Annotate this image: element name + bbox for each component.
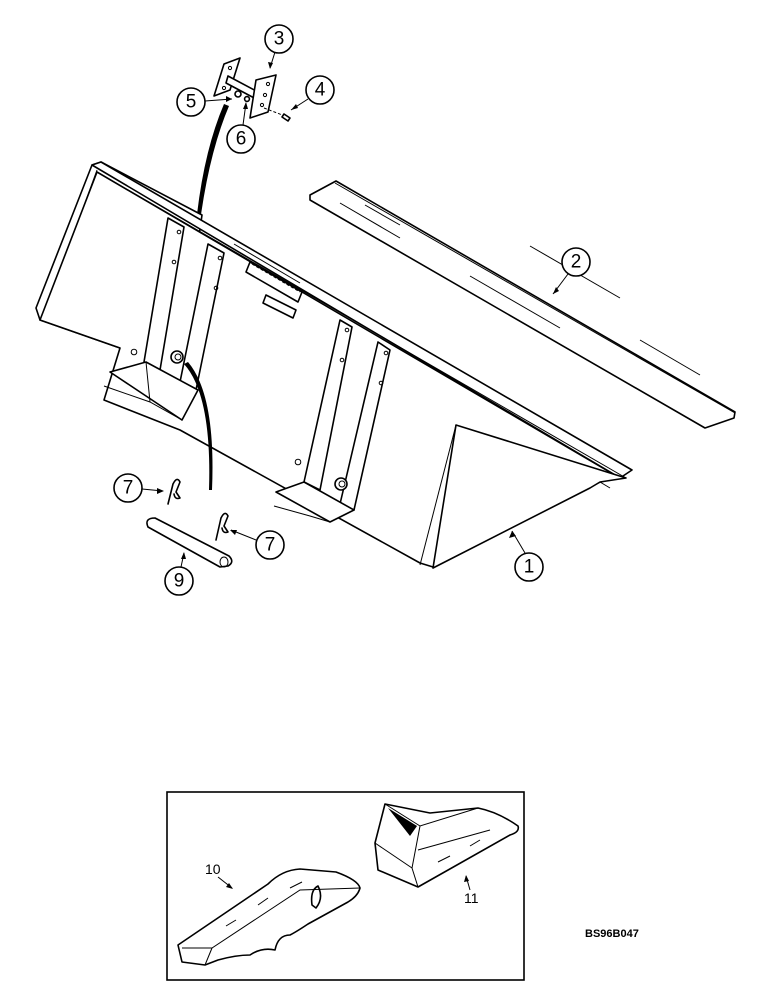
callout-label-7a: 7: [123, 478, 134, 499]
callout-1: 1: [509, 530, 544, 582]
inset-label-11: 11: [464, 890, 479, 906]
bucket: [35, 161, 633, 569]
callout-4: 4: [290, 75, 335, 111]
callout-label-1: 1: [524, 557, 535, 578]
callout-6: 6: [226, 102, 256, 154]
callout-label-3: 3: [274, 29, 285, 50]
callout-7-left: 7: [113, 473, 164, 503]
leader-line-pin: [184, 362, 213, 490]
callout-9: 9: [164, 552, 194, 596]
mounting-bracket: [213, 57, 291, 122]
inset-label-10: 10: [205, 861, 221, 877]
tooth-adapter: [374, 803, 520, 888]
hair-pin-clip-right: [215, 512, 229, 541]
callout-5: 5: [176, 87, 233, 117]
inset-teeth-box: 10 11: [166, 791, 525, 981]
pin: [146, 517, 233, 568]
figure-code: BS96B047: [585, 928, 639, 940]
callout-label-6: 6: [236, 129, 247, 150]
callout-label-5: 5: [186, 92, 197, 113]
callout-7-right: 7: [230, 529, 285, 560]
cutting-edge: [309, 180, 736, 429]
callout-label-9: 9: [174, 571, 185, 592]
callout-3: 3: [264, 24, 294, 69]
callout-2: 2: [552, 247, 591, 295]
callout-label-4: 4: [315, 80, 326, 101]
callout-label-7b: 7: [265, 535, 276, 556]
bucket-tooth: [177, 868, 361, 966]
callout-label-2: 2: [571, 252, 582, 273]
hair-pin-clip-left: [167, 478, 181, 505]
